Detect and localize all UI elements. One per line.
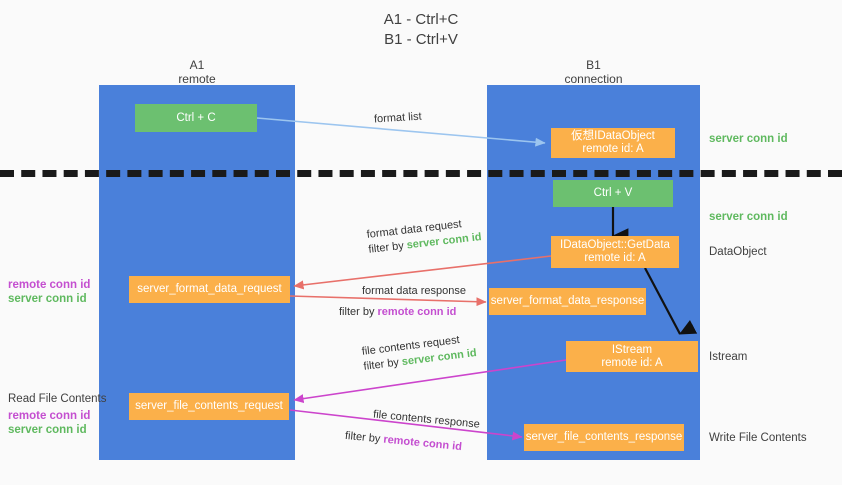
note-server-conn-id-top: server conn id: [709, 133, 788, 145]
title-line-1: A1 - Ctrl+C: [383, 11, 459, 28]
lane-header-b1: B1 connection: [487, 58, 700, 86]
box-ctrl-c-label: Ctrl + C: [176, 111, 216, 124]
filter-value-remote-conn-id-1: remote conn id: [377, 306, 457, 318]
box-ctrl-v-label: Ctrl + V: [593, 187, 633, 199]
note-group-file-contents: remote conn id server conn id: [8, 409, 96, 437]
phase-divider: [0, 170, 842, 177]
box-ctrl-c[interactable]: Ctrl + C: [135, 104, 257, 132]
box-istream[interactable]: IStream remote id: A: [566, 341, 698, 372]
box-server-format-data-request[interactable]: server_format_data_request: [129, 276, 290, 303]
box-server-format-data-response-label: server_format_data_response: [490, 295, 645, 307]
edge-label-format-data-response: format data response: [362, 285, 466, 297]
box-virtual-dataobject-line1: 仮想IDataObject: [571, 130, 655, 142]
box-idataobject-getdata[interactable]: IDataObject::GetData remote id: A: [551, 236, 679, 268]
edge-label-file-contents-response-line2: filter by remote conn id: [344, 429, 478, 457]
box-server-file-contents-request-label: server_file_contents_request: [135, 400, 283, 412]
edge-label-file-contents-response-line1: file contents response: [372, 408, 481, 431]
note-read-file-contents: Read File Contents: [8, 393, 107, 405]
box-istream-line1: IStream: [611, 343, 653, 356]
edge-label-format-data-request: format data request filter by server con…: [366, 215, 482, 258]
diagram-title: A1 - Ctrl+C B1 - Ctrl+V: [0, 10, 842, 50]
note-group-format-data: remote conn id server conn id: [8, 278, 96, 306]
edge-label-format-list: format list: [373, 110, 422, 126]
note-dataobject: DataObject: [709, 246, 767, 258]
lane-header-a1: A1 remote: [99, 58, 295, 86]
note-remote-conn-id-2: remote conn id: [8, 410, 91, 422]
box-getdata-line1: IDataObject::GetData: [560, 239, 670, 251]
note-remote-conn-id-1: remote conn id: [8, 279, 91, 291]
lane-b1-name: B1: [586, 58, 601, 72]
note-write-file-contents: Write File Contents: [709, 432, 807, 444]
edge-label-file-contents-response: file contents response filter by remote …: [344, 405, 480, 457]
note-server-conn-id-second: server conn id: [709, 211, 788, 223]
box-server-file-contents-response-label: server_file_contents_response: [525, 431, 683, 443]
note-server-conn-id-left-1: server conn id: [8, 293, 87, 305]
box-istream-line2: remote id: A: [601, 356, 663, 369]
box-virtual-dataobject[interactable]: 仮想IDataObject remote id: A: [551, 128, 675, 158]
box-server-format-data-response[interactable]: server_format_data_response: [489, 288, 646, 315]
filter-prefix-4: filter by: [344, 429, 384, 446]
box-getdata-line2: remote id: A: [584, 252, 646, 264]
filter-prefix-2: filter by: [339, 306, 378, 318]
lane-a1-name: A1: [189, 58, 205, 72]
edge-label-format-data-response-filter: filter by remote conn id: [339, 305, 456, 320]
edge-label-file-contents-request: file contents request filter by server c…: [361, 331, 478, 375]
filter-prefix-1: filter by: [367, 239, 408, 256]
box-server-file-contents-response[interactable]: server_file_contents_response: [524, 424, 684, 451]
filter-value-remote-conn-id-2: remote conn id: [382, 433, 463, 454]
box-server-file-contents-request[interactable]: server_file_contents_request: [129, 393, 289, 420]
box-ctrl-v[interactable]: Ctrl + V: [553, 180, 673, 207]
box-server-format-data-request-label: server_format_data_request: [137, 283, 282, 295]
lane-a1-sub: remote: [178, 72, 216, 86]
box-virtual-dataobject-line2: remote id: A: [582, 143, 644, 155]
note-server-conn-id-left-2: server conn id: [8, 424, 87, 436]
note-istream: Istream: [709, 351, 748, 363]
title-line-2: B1 - Ctrl+V: [384, 31, 458, 48]
filter-prefix-3: filter by: [362, 356, 403, 373]
lane-b1-sub: connection: [564, 72, 623, 86]
